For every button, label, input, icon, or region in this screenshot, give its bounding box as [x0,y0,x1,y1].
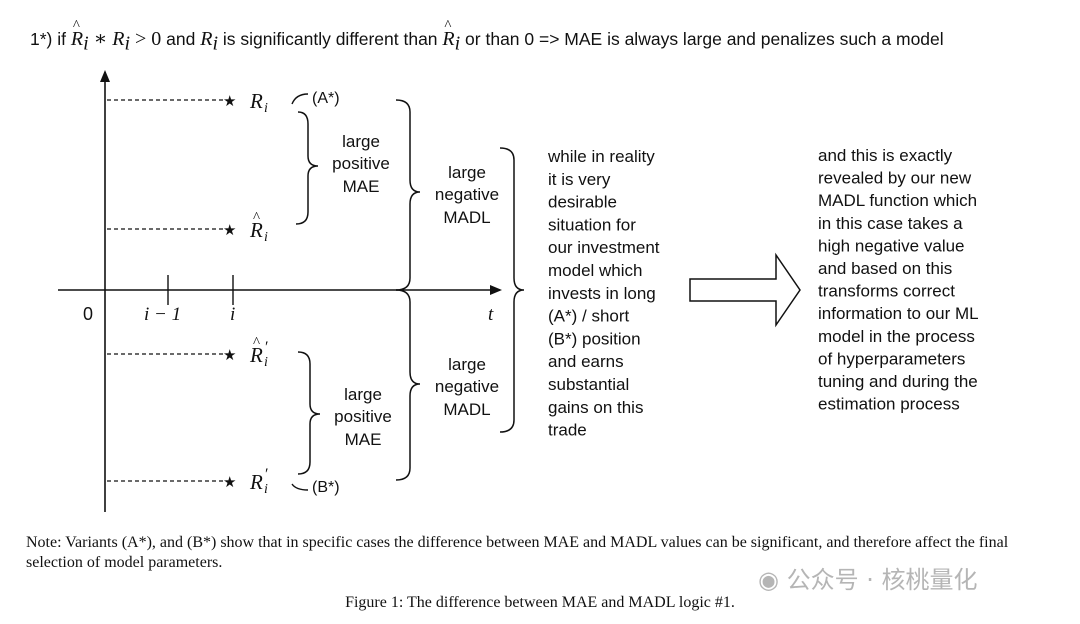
result-text-line-4: in this case takes a [818,214,963,233]
reality-text-line-7: invests in long [548,284,656,303]
brace-reality [499,147,525,433]
tick-label-i-minus-1: i − 1 [144,304,181,325]
svg-text:R: R [249,89,263,113]
result-text-line-5: high negative value [818,236,965,255]
reality-text-line-2: it is very [548,170,611,189]
result-text-line-3: MADL function which [818,191,977,210]
variant-A-label: (A*) [312,90,340,107]
star-R-prime: ★ [223,473,236,491]
upper-mae-text: large positive MAE [332,132,390,196]
result-text-line-11: tuning and during the [818,372,978,391]
reality-text-line-6: model which [548,261,643,280]
reality-text-line-5: our investment [548,238,660,257]
upper-madl-text: large negative MADL [435,163,499,227]
reality-text-line-3: desirable [548,193,617,212]
reality-text-line-4: situation for [548,215,636,234]
header-prefix: 1*) if [30,29,71,49]
result-text-line-9: model in the process [818,327,975,346]
figure-note: Note: Variants (A*), and (B*) show that … [26,534,1009,571]
t-axis-label: t [488,304,494,325]
rhat-symbol-2: R [442,18,454,51]
svg-text:′: ′ [265,339,269,356]
header-condition: 1*) if Ri ∗ Ri > 0 and Ri is significant… [30,18,1070,56]
reality-text-line-11: substantial [548,375,629,394]
hook-A [291,93,309,105]
svg-text:R: R [249,343,263,367]
brace-lower-mae [297,351,321,475]
reality-text-line-12: gains on this [548,398,643,417]
wechat-icon: ◉ [758,566,787,594]
label-Rhat-prime-i: ^ R ′ i [249,335,269,370]
svg-text:positive: positive [332,154,390,173]
origin-label: 0 [83,304,93,324]
svg-text:i: i [264,355,268,370]
rhat-symbol: R [71,18,83,51]
svg-text:i: i [264,101,268,116]
svg-text:i: i [264,482,268,497]
reality-text-line-10: and earns [548,352,624,371]
label-R-prime-i: R ′ i [249,466,269,497]
svg-text:large: large [448,355,486,374]
svg-text:′: ′ [265,466,269,483]
star-Rhat: ★ [223,221,236,239]
brace-upper-mae [295,111,319,225]
result-text-line-2: revealed by our new [818,169,972,188]
variant-B-label: (B*) [312,479,340,496]
block-arrow [689,252,801,328]
svg-text:MAE: MAE [345,430,382,449]
svg-text:large: large [342,132,380,151]
figure-caption: Figure 1: The difference between MAE and… [345,594,735,611]
result-text-line-10: of hyperparameters [818,349,965,368]
svg-text:^: ^ [253,210,260,226]
svg-text:MADL: MADL [443,400,490,419]
reality-text-line-1: while in reality [547,147,655,166]
result-text-line-1: and this is exactly [818,146,953,165]
hook-B [291,483,309,491]
tick-label-i: i [230,304,235,325]
label-Rhat-i: ^ R i [249,210,268,245]
result-text-line-8: information to our ML [818,304,979,323]
svg-text:i: i [264,230,268,245]
star-R: ★ [223,92,236,110]
result-text-line-6: and based on this [818,259,952,278]
svg-text:negative: negative [435,185,499,204]
reality-text-line-9: (B*) position [548,329,641,348]
svg-text:R: R [249,470,263,494]
svg-text:MAE: MAE [343,177,380,196]
svg-text:MADL: MADL [443,208,490,227]
svg-text:large: large [448,163,486,182]
svg-text:negative: negative [435,377,499,396]
svg-text:large: large [344,385,382,404]
svg-text:^: ^ [253,335,260,351]
reality-text-line-13: trade [548,421,587,440]
svg-text:R: R [249,218,263,242]
svg-text:positive: positive [334,407,392,426]
brace-lower-madl [395,289,421,481]
result-text-line-12: estimation process [818,395,960,414]
result-text-line-7: transforms correct [818,282,955,301]
reality-text: while in reality it is very desirable situa… [547,147,660,440]
lower-madl-text: large negative MADL [435,355,499,419]
reality-text-line-8: (A*) / short [548,307,630,326]
result-text: and this is exactly revealed by our newMA… [818,146,979,414]
lower-mae-text: large positive MAE [334,385,392,449]
label-R-i: R i [249,89,268,116]
watermark: ◉ 公众号 · 核桃量化 [758,566,978,594]
brace-upper-madl [395,99,421,291]
star-Rhat-prime: ★ [223,346,236,364]
